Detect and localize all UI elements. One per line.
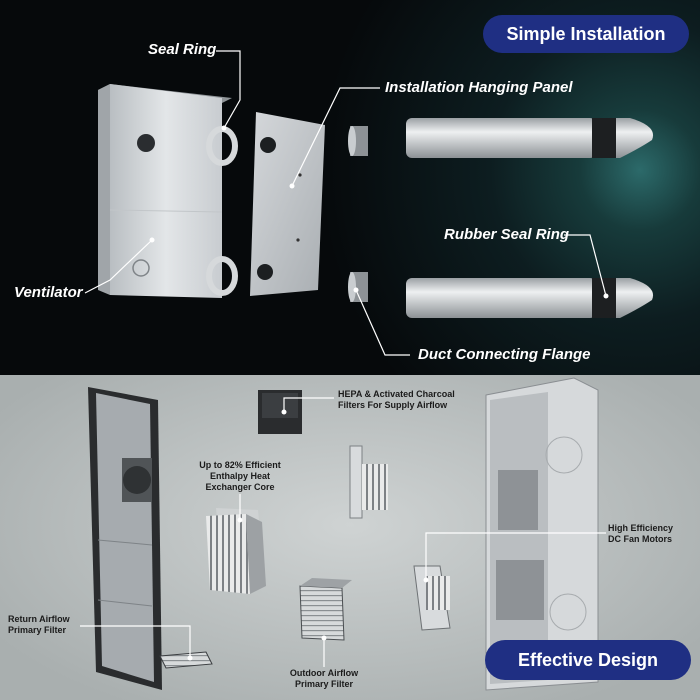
hepa-filter-label: HEPA & Activated Charcoal Filters For Su…: [338, 389, 455, 411]
duct-flange-label: Duct Connecting Flange: [418, 346, 591, 363]
fan-motor-lower: [413, 565, 451, 631]
return-filter-label: Return Airflow Primary Filter: [8, 614, 70, 636]
casing-open-right: [485, 377, 599, 691]
return-label-line-2: Primary Filter: [8, 625, 67, 635]
duct-pipe-lower: [406, 278, 654, 318]
duct-pipe-upper: [406, 118, 654, 158]
core-label-line-1: Up to 82% Efficient: [199, 460, 281, 470]
outdoor-filter-label: Outdoor Airflow Primary Filter: [284, 668, 364, 690]
outdoor-label-line-2: Primary Filter: [294, 679, 354, 689]
effective-design-badge: Effective Design: [485, 640, 691, 680]
casing-open-left: [88, 387, 162, 690]
outdoor-filter: [299, 578, 352, 641]
core-label-line-2: Enthalpy Heat: [209, 471, 270, 481]
fan-motors-label: High Efficiency DC Fan Motors: [608, 523, 673, 545]
core-label-line-3: Exchanger Core: [205, 482, 275, 492]
hanging-panel: [250, 112, 325, 296]
hepa-label-line-2: Filters For Supply Airflow: [338, 400, 448, 410]
ventilator-label: Ventilator: [14, 284, 83, 301]
outdoor-label-line-1: Outdoor Airflow: [289, 668, 359, 678]
hepa-label-line-1: HEPA & Activated Charcoal: [338, 389, 455, 399]
return-label-line-1: Return Airflow: [8, 614, 70, 624]
duct-flange-lower: [348, 272, 368, 302]
return-filter: [159, 651, 213, 669]
hanging-panel-label: Installation Hanging Panel: [385, 79, 573, 96]
seal-ring-label: Seal Ring: [148, 41, 217, 58]
leader-lines-top: [84, 50, 607, 356]
duct-flange-upper: [348, 126, 368, 156]
fan-motor-upper: [349, 445, 388, 519]
ventilator-unit: [98, 84, 232, 298]
core-label: Up to 82% Efficient Enthalpy Heat Exchan…: [185, 460, 295, 493]
leader-dots-bottom: [187, 409, 429, 661]
heat-exchanger-core: [206, 508, 266, 594]
simple-installation-badge: Simple Installation: [483, 15, 689, 53]
leader-lines-bottom: [80, 397, 606, 667]
hepa-filter: [258, 390, 302, 434]
motors-label-line-2: DC Fan Motors: [608, 534, 672, 544]
rubber-seal-ring-label: Rubber Seal Ring: [444, 226, 570, 243]
leader-dots-top: [149, 125, 609, 299]
motors-label-line-1: High Efficiency: [608, 523, 674, 533]
